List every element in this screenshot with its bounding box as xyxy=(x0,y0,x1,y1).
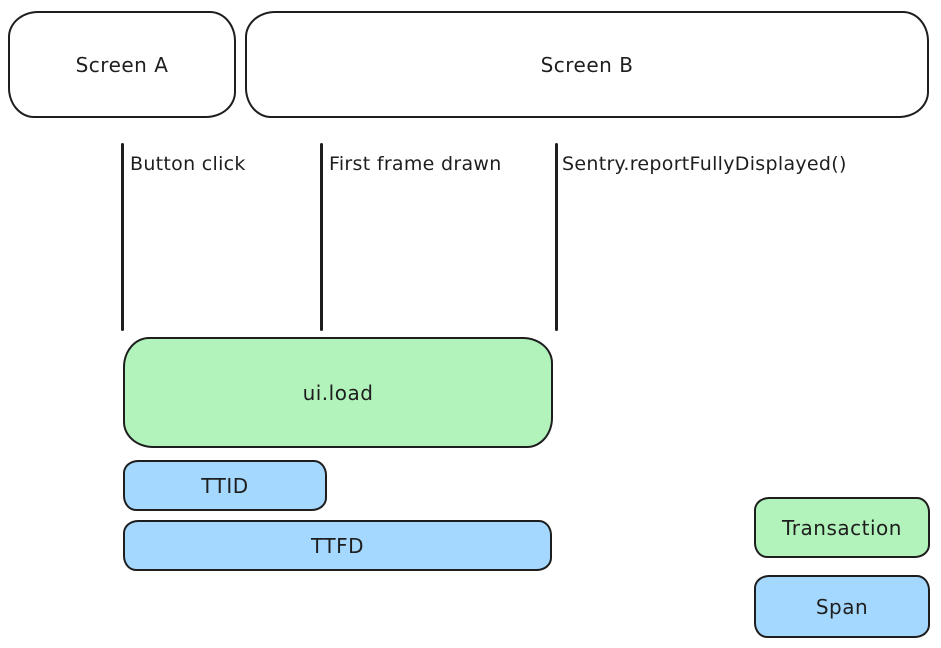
screen-a-box: Screen A xyxy=(8,11,236,118)
report-fully-displayed-label: Sentry.reportFullyDisplayed() xyxy=(562,153,847,175)
legend-span-swatch: Span xyxy=(754,575,930,638)
screen-a-label: Screen A xyxy=(75,52,169,77)
first-frame-drawn-marker-line xyxy=(320,143,323,331)
screen-b-label: Screen B xyxy=(540,52,634,77)
screen-b-box: Screen B xyxy=(245,11,929,118)
ui-load-transaction-bar: ui.load xyxy=(123,337,553,448)
report-fully-displayed-marker-line xyxy=(555,143,558,331)
ui-load-label: ui.load xyxy=(302,380,374,405)
legend-span-label: Span xyxy=(815,594,869,619)
ttfd-label: TTFD xyxy=(311,533,364,558)
ttid-span-bar: TTID xyxy=(123,460,327,511)
ttfd-span-bar: TTFD xyxy=(123,520,552,571)
legend-transaction-swatch: Transaction xyxy=(754,497,930,558)
button-click-label: Button click xyxy=(130,153,246,175)
first-frame-drawn-label: First frame drawn xyxy=(329,153,502,175)
button-click-marker-line xyxy=(121,143,124,331)
legend-transaction-label: Transaction xyxy=(782,515,902,540)
ttid-label: TTID xyxy=(201,473,249,498)
